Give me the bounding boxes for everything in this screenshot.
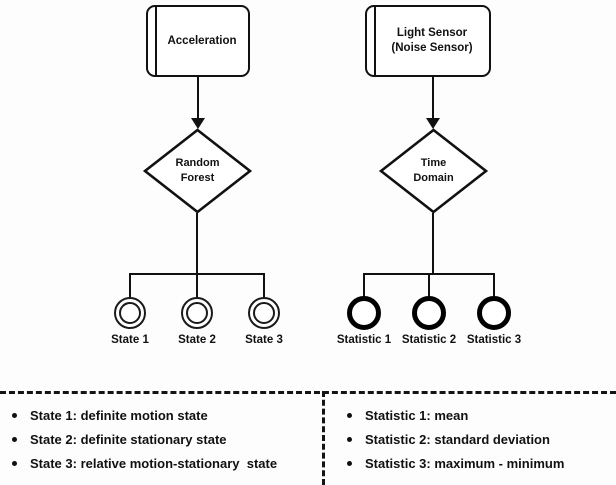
node-label-state-1: State 1 <box>111 334 149 346</box>
decision-time-domain[interactable]: Time Domain <box>378 128 489 214</box>
drop-left-3 <box>263 273 265 298</box>
diamond-shape <box>378 128 489 214</box>
diamond-shape <box>142 128 253 214</box>
node-statistic-1[interactable] <box>347 296 381 330</box>
connector-diamond-to-bus-right <box>432 213 434 274</box>
process-side-bar <box>374 5 376 77</box>
arrowhead-light-sensor <box>426 118 440 129</box>
source-box-acceleration-label: Acceleration <box>167 34 237 47</box>
source-box-light-sensor[interactable]: Light Sensor (Noise Sensor) <box>365 5 491 77</box>
node-inner-ring <box>119 302 141 324</box>
node-label-statistic-3: Statistic 3 <box>466 334 522 346</box>
legend-item: State 2: definite stationary state <box>12 430 312 449</box>
node-state-1[interactable] <box>114 297 146 329</box>
legend-item-text: State 1: definite motion state <box>30 408 208 423</box>
node-statistic-3[interactable] <box>477 296 511 330</box>
node-inner-ring <box>186 302 208 324</box>
process-side-bar <box>155 5 157 77</box>
legend-right-column: Statistic 1: mean Statistic 2: standard … <box>347 406 612 478</box>
node-label-statistic-1: Statistic 1 <box>336 334 392 346</box>
drop-right-1 <box>363 273 365 297</box>
legend-item-text: Statistic 2: standard deviation <box>365 432 550 447</box>
source-box-acceleration[interactable]: Acceleration <box>146 5 250 77</box>
legend-item: State 3: relative motion-stationary stat… <box>12 454 312 473</box>
legend-item-text: State 3: relative motion-stationary stat… <box>30 456 278 471</box>
connector-light-sensor-to-diamond <box>432 77 434 121</box>
decision-random-forest[interactable]: Random Forest <box>142 128 253 214</box>
drop-right-3 <box>493 273 495 297</box>
node-statistic-2[interactable] <box>412 296 446 330</box>
legend-left-column: State 1: definite motion state State 2: … <box>12 406 312 478</box>
drop-right-2 <box>428 273 430 297</box>
node-state-2[interactable] <box>181 297 213 329</box>
legend-item: Statistic 1: mean <box>347 406 612 425</box>
legend-item: Statistic 3: maximum - minimum <box>347 454 612 473</box>
bullet-icon <box>347 413 352 418</box>
bullet-icon <box>12 437 17 442</box>
drop-left-2 <box>196 273 198 298</box>
arrowhead-acceleration <box>191 118 205 129</box>
legend-vertical-divider <box>322 391 325 485</box>
connector-acceleration-to-diamond <box>197 77 199 121</box>
node-state-3[interactable] <box>248 297 280 329</box>
legend-item-text: State 2: definite stationary state <box>30 432 227 447</box>
legend-top-divider <box>0 391 616 394</box>
node-inner-ring <box>253 302 275 324</box>
bullet-icon <box>347 461 352 466</box>
connector-diamond-to-bus-left <box>196 213 198 274</box>
drop-left-1 <box>129 273 131 298</box>
legend-item: Statistic 2: standard deviation <box>347 430 612 449</box>
source-box-light-sensor-label: Light Sensor (Noise Sensor) <box>391 27 473 54</box>
node-label-statistic-2: Statistic 2 <box>401 334 457 346</box>
bullet-icon <box>12 461 17 466</box>
legend-item-text: Statistic 1: mean <box>365 408 469 423</box>
legend-item: State 1: definite motion state <box>12 406 312 425</box>
bullet-icon <box>12 413 17 418</box>
node-label-state-2: State 2 <box>178 334 216 346</box>
node-label-state-3: State 3 <box>245 334 283 346</box>
legend-item-text: Statistic 3: maximum - minimum <box>365 456 565 471</box>
bullet-icon <box>347 437 352 442</box>
